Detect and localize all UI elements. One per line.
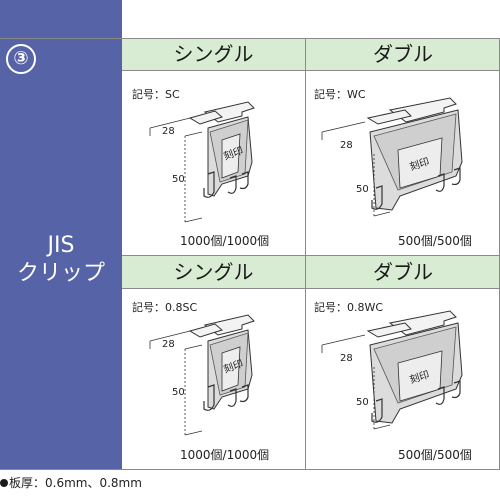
grid-bottom-line (0, 469, 500, 470)
quantity-wc: 500個/500個 (398, 234, 472, 248)
section-title: JIS クリップ (0, 232, 122, 288)
panel-header-double-top: ダブル (306, 38, 500, 70)
section-number: ③ (6, 44, 36, 74)
grid-top-line (0, 38, 500, 39)
width-dimension: 28 (162, 126, 175, 137)
width-dimension-double: 28 (340, 140, 353, 151)
clip-illustration-single-08: 刻印 28 50 (149, 314, 255, 436)
grid-center-line (305, 38, 306, 470)
product-code-wc: 記号：WC (314, 88, 366, 101)
quantity-08wc: 500個/500個 (398, 448, 472, 462)
footnote-text: 板厚：0.6mm、0.8mm (9, 476, 142, 490)
height-dimension: 50 (172, 174, 185, 185)
height-dimension-double-08: 50 (356, 397, 369, 408)
panel-header-single-top: シングル (122, 38, 305, 70)
panel-header-double-bottom: ダブル (306, 256, 500, 288)
section-title-line2: クリップ (16, 261, 105, 286)
grid-header-line-top (122, 70, 500, 71)
product-code-sc: 記号：SC (132, 88, 180, 101)
grid-header-line-bottom (122, 288, 500, 289)
footnote: 板厚：0.6mm、0.8mm (0, 474, 142, 491)
product-code-08sc: 記号：0.8SC (132, 301, 198, 314)
clip-illustration-double: 刻印 28 50 (321, 97, 463, 217)
panel-header-single-bottom: シングル (122, 256, 305, 288)
clip-illustration-single: 刻印 28 50 (149, 101, 255, 223)
section-title-line1: JIS (47, 233, 75, 258)
quantity-sc: 1000個/1000個 (180, 234, 270, 248)
height-dimension-double: 50 (356, 184, 369, 195)
width-dimension-double-08: 28 (340, 353, 353, 364)
clip-illustration-double-08: 刻印 28 50 (321, 310, 463, 430)
section-sidebar: ③ JIS クリップ (0, 0, 122, 470)
height-dimension-08: 50 (172, 387, 185, 398)
product-code-08wc: 記号：0.8WC (314, 301, 384, 314)
bullet-icon (0, 479, 8, 487)
width-dimension-08: 28 (162, 339, 175, 350)
quantity-08sc: 1000個/1000個 (180, 448, 270, 462)
grid-middle-line (122, 255, 500, 256)
